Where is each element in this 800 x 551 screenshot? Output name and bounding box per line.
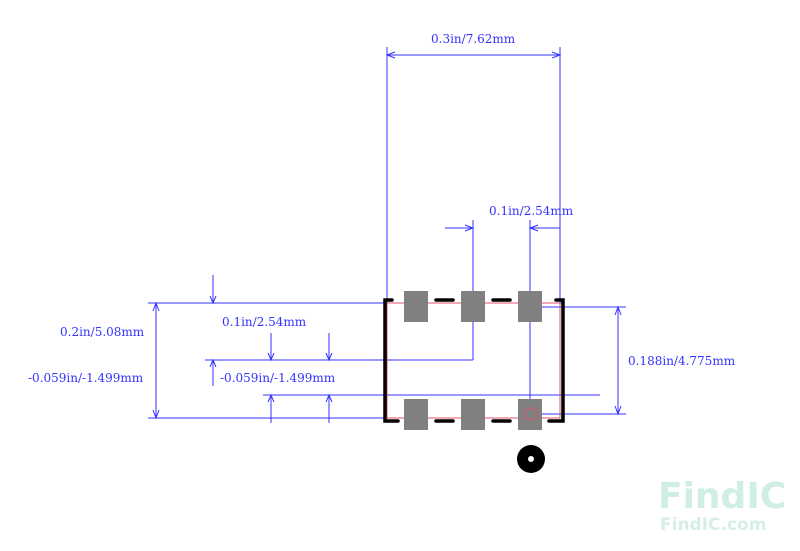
- pin1-marker: [524, 407, 538, 421]
- pad: [518, 291, 542, 322]
- dim-offset-b: -0.059in/-1.499mm: [220, 371, 336, 385]
- dim-pad-span: 0.188in/4.775mm: [628, 354, 736, 368]
- dim-row-offset: 0.1in/2.54mm: [222, 315, 307, 329]
- dim-width: 0.3in/7.62mm: [431, 32, 516, 46]
- dim-height: 0.2in/5.08mm: [60, 325, 145, 339]
- pad: [404, 399, 428, 430]
- pad: [461, 399, 485, 430]
- dimension-lines: [148, 47, 626, 423]
- watermark-url: FindIC.com: [660, 515, 766, 535]
- pad: [461, 291, 485, 322]
- pads: [404, 291, 542, 430]
- dim-pitch: 0.1in/2.54mm: [489, 204, 574, 218]
- dim-offset-a: -0.059in/-1.499mm: [28, 371, 144, 385]
- silkscreen: [383, 298, 565, 423]
- pad: [404, 291, 428, 322]
- watermark-logo: FindIC: [658, 476, 786, 517]
- pad: [518, 399, 542, 430]
